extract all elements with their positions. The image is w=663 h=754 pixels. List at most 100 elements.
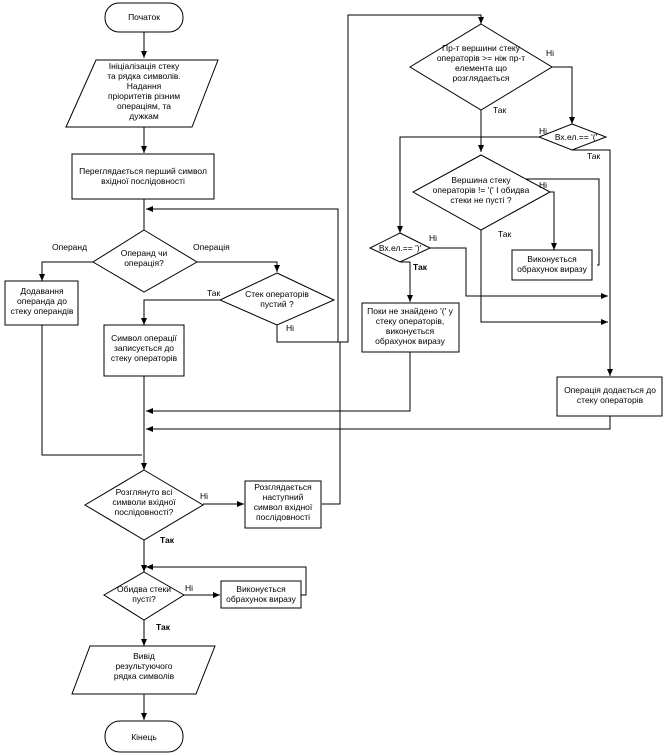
node-label-line: обрахунок виразу: [375, 336, 445, 346]
node-label-line: Стек операторів: [245, 289, 309, 299]
edge-label-yes-open: Так: [587, 151, 601, 161]
node-label-line: Символ операції: [111, 333, 177, 343]
node-label-line: Операція додається до: [564, 385, 656, 395]
edge-label-no-both: Ні: [185, 583, 193, 593]
node-label-line: стеку операторів: [111, 353, 178, 363]
node-label-line: Виконується: [236, 584, 286, 594]
edge-label-yes-stack: Так: [207, 288, 221, 298]
node-label-line: Додавання: [20, 286, 64, 296]
edge-label-no-priority: Ні: [546, 48, 554, 58]
node-label-line: Операнд чи: [121, 248, 168, 258]
node-label-line: Переглядається перший символ: [79, 166, 207, 176]
node-label-line: операція?: [124, 258, 164, 268]
node-label-line: дужкам: [129, 111, 159, 121]
node-label-line: Розглянуто всі: [116, 487, 173, 497]
node-label-line: операторів >= ніж пр-т: [437, 53, 525, 63]
edge-label-no-open: Ні: [539, 126, 547, 136]
edge-label-no-close: Ні: [429, 233, 437, 243]
node-label-line: обрахунок виразу: [226, 594, 296, 604]
node-label-line: виконується: [386, 326, 435, 336]
node-label-line: Виконується: [527, 254, 577, 264]
node-label-line: операціям, та: [117, 101, 171, 111]
node-label-line: пріоритетів різним: [108, 91, 180, 101]
node-label-line: стеку операндів: [11, 306, 74, 316]
node-label-line: розглядається: [453, 73, 510, 83]
node-label-line: Пр-т вершини стеку: [442, 43, 521, 53]
edges: [39, 14, 613, 720]
node-label-line: Надання: [127, 81, 162, 91]
node-is-open-label: Вх.ел.== '(': [555, 132, 598, 142]
edge-label-operand: Операнд: [52, 242, 87, 252]
node-is-open: Вх.ел.== '(': [537, 123, 608, 151]
node-label-line: стеку операторів: [577, 395, 644, 405]
node-label-line: наступний: [263, 492, 304, 502]
node-end: Кінець: [104, 720, 184, 753]
node-label-line: Вершина стеку: [451, 175, 511, 185]
node-label-line: символ вхідної: [254, 502, 313, 512]
edge-label-yes-both: Так: [156, 622, 171, 632]
node-label-line: операторів != '(' І обидва: [433, 185, 530, 195]
node-label-line: елемента що: [455, 63, 507, 73]
edge-label-yes-top: Так: [498, 229, 512, 239]
node-label-line: Вивід: [133, 651, 155, 661]
edge-labels: Операнд Операція Так Ні Ні Так Ні Так Та…: [52, 48, 601, 632]
node-label-line: обрахунок виразу: [517, 264, 587, 274]
node-label-line: стеки не пусті ?: [450, 195, 512, 205]
node-label-line: результуючого: [115, 661, 172, 671]
node-is-close-label: Вх.ел.== ')': [379, 243, 422, 253]
edge-label-no-top: Ні: [539, 180, 547, 190]
node-start: Початок: [104, 2, 184, 33]
edge-label-yes-priority: Так: [493, 105, 507, 115]
node-label-line: записується до: [114, 343, 174, 353]
node-is-close: Вх.ел.== ')': [368, 232, 432, 263]
node-label-line: стеку операторів,: [376, 316, 445, 326]
node-label-line: пусті?: [132, 594, 156, 604]
edge-label-operation: Операція: [193, 242, 230, 252]
edge-label-no-stack: Ні: [286, 323, 294, 333]
node-label-line: та рядка символів.: [107, 71, 181, 81]
node-label-line: рядка символів: [114, 671, 175, 681]
node-start-label: Початок: [128, 12, 160, 22]
node-label-line: пустий ?: [260, 299, 294, 309]
node-label-line: Ініціалізація стеку: [109, 61, 180, 71]
node-label-line: символи вхідної: [112, 497, 176, 507]
edge-label-yes-close: Так: [413, 262, 428, 272]
node-label-line: вхідної послідовності: [101, 176, 185, 186]
node-label-line: Поки не знайдено '(' у: [367, 306, 453, 316]
node-label-line: операнда до: [17, 296, 67, 306]
node-label-line: послідовності: [256, 512, 310, 522]
node-label-line: Розглядається: [254, 482, 312, 492]
node-label-line: послідовності?: [115, 507, 174, 517]
node-label-line: Обидва стеки: [117, 584, 171, 594]
